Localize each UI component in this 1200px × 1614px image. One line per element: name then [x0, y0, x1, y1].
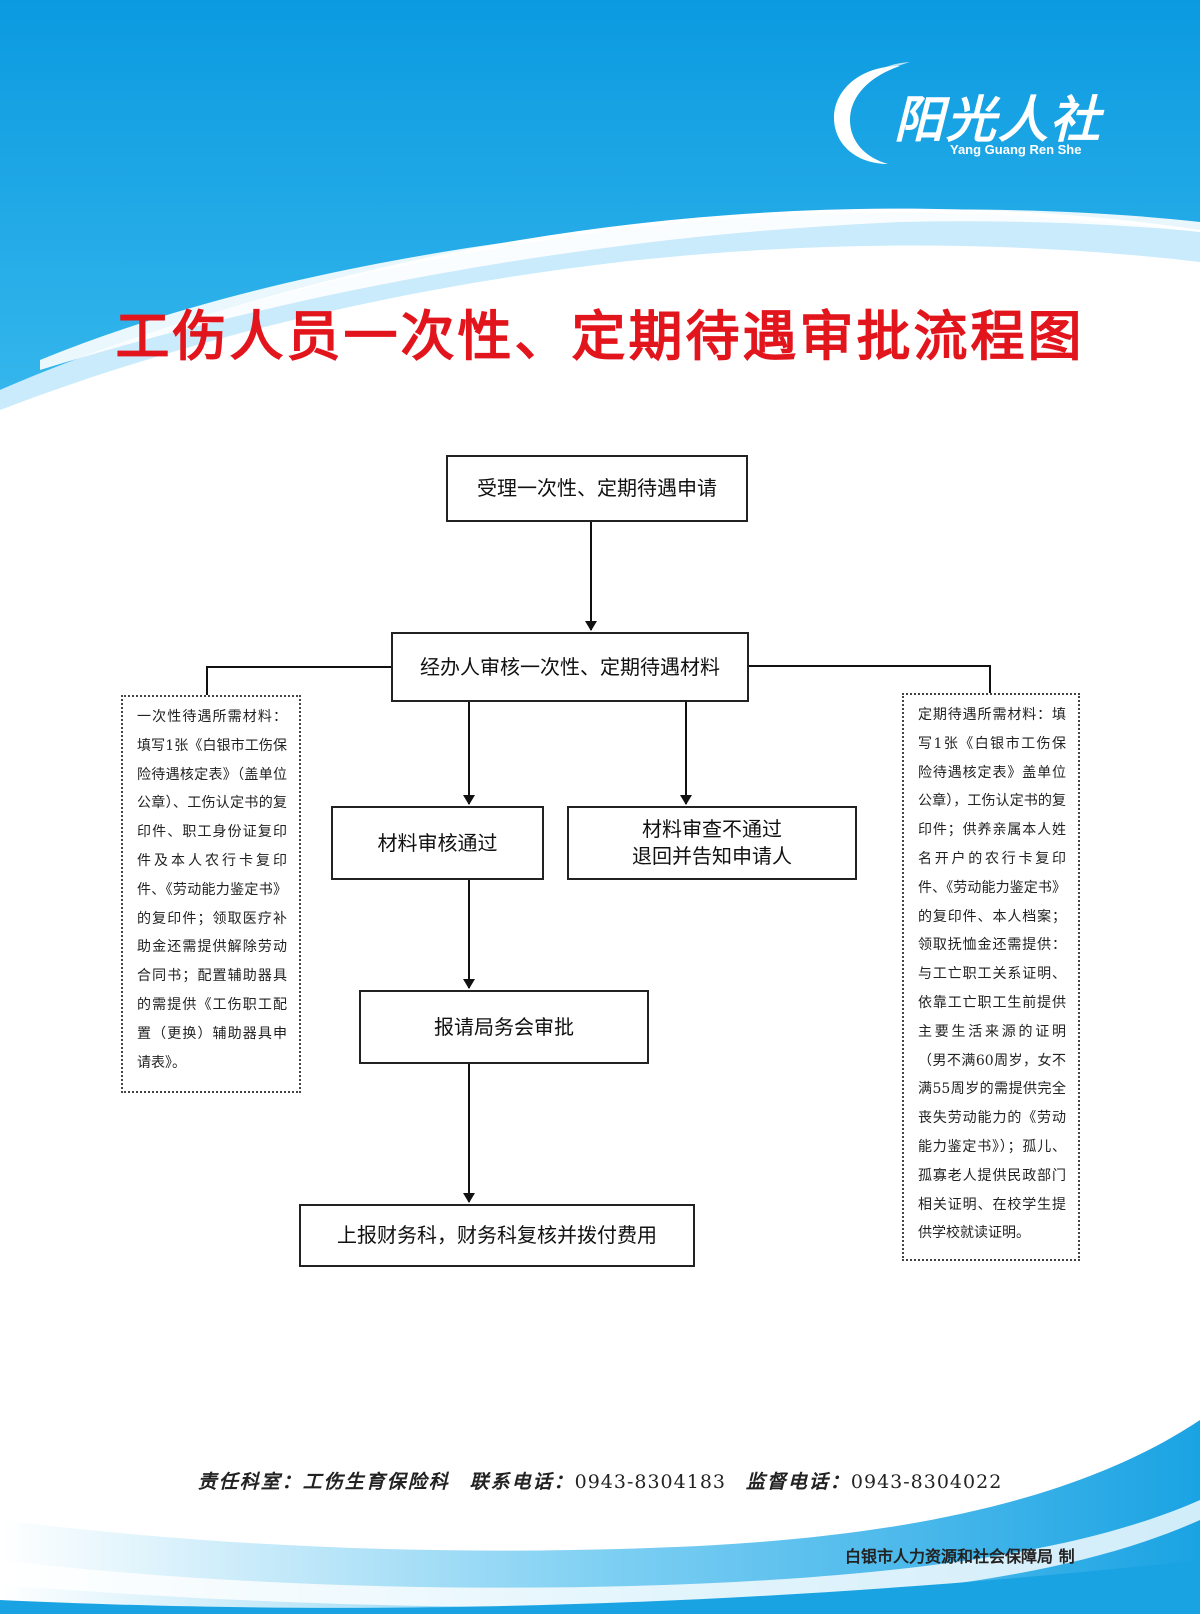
- top-banner-shape: [0, 0, 1200, 390]
- connector-left-note: [206, 666, 391, 695]
- note-right-text: 定期待遇所需材料：填写1张《白银市工伤保险待遇核定表》盖单位公章），工伤认定书的…: [918, 707, 1066, 1242]
- step-finance-payment: 上报财务科，财务科复核并拨付费用: [299, 1204, 695, 1267]
- bottom-deep-swoosh: [0, 1560, 1200, 1614]
- supervise-number: 0943-8304022: [850, 1471, 1003, 1493]
- phone-number: 0943-8304183: [574, 1471, 727, 1493]
- step-failed-label-2: 退回并告知申请人: [632, 844, 792, 868]
- bottom-banner-shape: [0, 1420, 1200, 1614]
- logo-name: 阳光人社: [894, 91, 1102, 149]
- step-approval-label: 报请局务会审批: [434, 1014, 574, 1039]
- connector-right-note: [748, 665, 991, 693]
- logo-subtitle: Yang Guang Ren She: [950, 142, 1082, 157]
- bottom-white-swoosh: [0, 1500, 1200, 1607]
- supervise-label: 监督电话：: [745, 1471, 851, 1493]
- maker-credit: 白银市人力资源和社会保障局 制: [845, 1547, 1075, 1566]
- step-review-label: 经办人审核一次性、定期待遇材料: [420, 654, 720, 679]
- step-review-materials: 经办人审核一次性、定期待遇材料: [391, 632, 749, 702]
- sun-arc-icon: [834, 62, 910, 164]
- step-review-passed: 材料审核通过: [331, 806, 544, 880]
- step-finance-label: 上报财务科，财务科复核并拨付费用: [337, 1223, 657, 1247]
- note-lump-sum-materials: 一次性待遇所需材料：填写1张《白银市工伤保险待遇核定表》（盖单位公章）、工伤认定…: [121, 695, 301, 1093]
- step-accept-application: 受理一次性、定期待遇申请: [446, 455, 748, 522]
- dept-name: 工伤生育保险科: [302, 1471, 450, 1493]
- step-failed-label-1: 材料审查不通过: [642, 817, 782, 841]
- dept-label: 责任科室：: [197, 1471, 303, 1493]
- note-left-text: 一次性待遇所需材料：填写1张《白银市工伤保险待遇核定表》（盖单位公章）、工伤认定…: [137, 709, 287, 1071]
- step-accept-label: 受理一次性、定期待遇申请: [477, 476, 717, 500]
- step-passed-label: 材料审核通过: [377, 830, 498, 855]
- step-review-failed: 材料审查不通过 退回并告知申请人: [567, 806, 857, 880]
- step-bureau-approval: 报请局务会审批: [359, 990, 649, 1064]
- page-title: 工伤人员一次性、定期待遇审批流程图: [115, 305, 1085, 368]
- top-white-swoosh: [40, 209, 1200, 370]
- note-periodic-materials: 定期待遇所需材料：填写1张《白银市工伤保险待遇核定表》盖单位公章），工伤认定书的…: [902, 693, 1080, 1261]
- phone-label: 联系电话：: [469, 1471, 575, 1493]
- logo: 阳光人社 Yang Guang Ren She: [830, 60, 1110, 170]
- contact-line: 责任科室：工伤生育保险科 联系电话：0943-8304183 监督电话：0943…: [0, 1467, 1200, 1494]
